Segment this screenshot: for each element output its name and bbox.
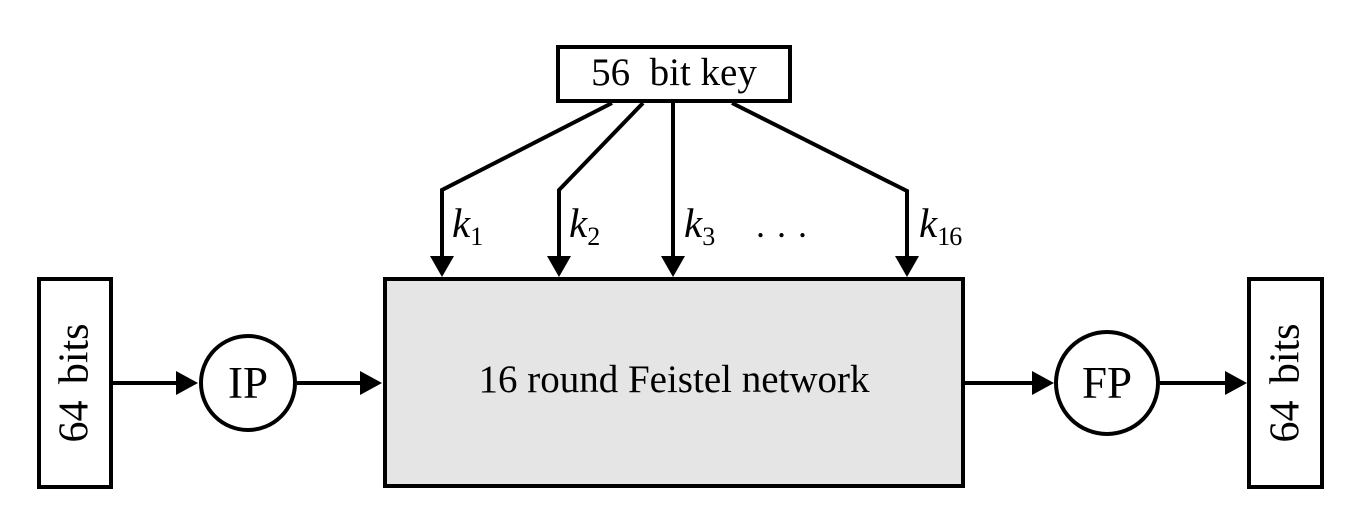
subkey-k3-base: k [684, 200, 703, 246]
input-to-ip-arrow [113, 371, 198, 395]
ip-label: IP [227, 358, 268, 408]
output-bits-box: 64 bits [1247, 277, 1324, 489]
subkey-label-k16: k16 [919, 200, 962, 251]
output-bits-label: 64 bits [1262, 323, 1309, 443]
feistel-to-fp-arrowhead [1032, 371, 1054, 395]
key-k1-arrow [430, 101, 613, 277]
subkey-k3-subscript: 3 [702, 222, 715, 251]
key-k2-arrow [547, 101, 645, 277]
key-box-label: 56 bit key [591, 50, 757, 94]
subkey-k2-subscript: 2 [587, 222, 600, 251]
feistel-to-fp-arrow [965, 371, 1054, 395]
ip-node: IP [199, 334, 297, 432]
key-k3-arrowhead [661, 256, 685, 277]
key-k1-line [440, 101, 613, 260]
key-k16-arrow [731, 101, 919, 277]
fp-to-output-arrowhead [1225, 371, 1247, 395]
key-k2-arrowhead [547, 256, 571, 277]
subkey-ellipsis: ... [756, 205, 819, 245]
subkey-label-k2: k2 [569, 200, 600, 251]
key-k16-line [731, 101, 909, 260]
subkey-label-k3: k3 [684, 200, 715, 251]
subkey-label-k1: k1 [452, 200, 483, 251]
input-bits-label: 64 bits [52, 323, 99, 443]
key-k1-arrowhead [430, 256, 454, 277]
subkey-k16-subscript: 16 [937, 222, 962, 251]
subkey-k1-base: k [452, 200, 471, 246]
subkey-k16-base: k [919, 200, 938, 246]
key-k16-arrowhead [895, 256, 919, 277]
fp-to-output-arrow [1160, 371, 1247, 395]
input-bits-box: 64 bits [37, 277, 113, 489]
subkey-k2-base: k [569, 200, 588, 246]
fp-node: FP [1054, 330, 1160, 436]
key-box: 56 bit key [556, 45, 792, 103]
key-k2-line [557, 101, 645, 260]
key-k3-arrow [661, 103, 685, 277]
input-to-ip-arrowhead [176, 371, 198, 395]
feistel-network-box: 16 round Feistel network [383, 277, 965, 488]
ip-to-feistel-arrowhead [360, 371, 382, 395]
ip-to-feistel-arrow [297, 371, 382, 395]
feistel-network-label: 16 round Feistel network [478, 358, 870, 401]
fp-label: FP [1081, 358, 1133, 408]
subkey-k1-subscript: 1 [470, 222, 483, 251]
